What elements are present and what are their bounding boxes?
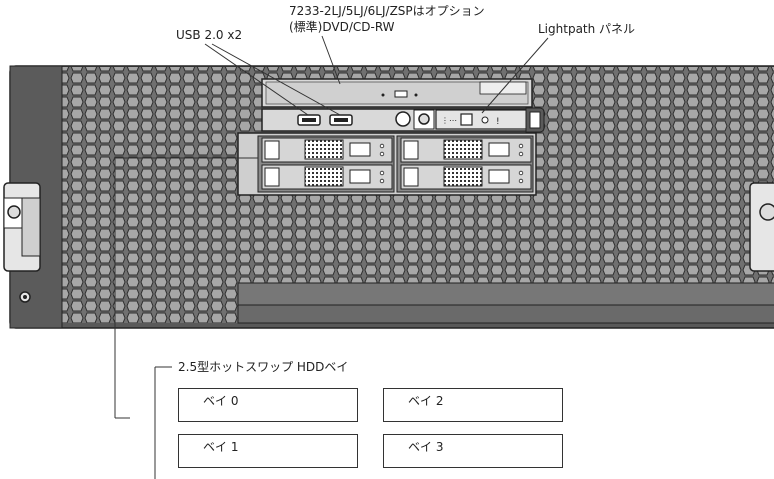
optical-note-label: 7233-2LJ/5LJ/6LJ/ZSPはオプション (289, 4, 485, 18)
leader-lines (114, 35, 549, 479)
legend-bay-3: ベイ 3 (383, 434, 563, 468)
hdd-bay-1[interactable] (261, 164, 393, 190)
lightpath-panel[interactable]: ⋮⋯⋮ ! (435, 107, 545, 133)
hdd-legend-title: 2.5型ホットスワップ HDDベイ (178, 360, 349, 374)
hdd-bay-0[interactable] (261, 137, 393, 163)
right-rack-handle[interactable] (749, 182, 774, 272)
legend-bay-2: ベイ 2 (383, 388, 563, 422)
hdd-bay-2[interactable] (400, 137, 532, 163)
usb-label: USB 2.0 x2 (176, 28, 243, 42)
optical-drive-label: (標準)DVD/CD-RW (289, 20, 395, 34)
optical-drive[interactable] (261, 78, 533, 108)
svg-text:!: ! (496, 117, 500, 127)
legend-bay-1: ベイ 1 (178, 434, 358, 468)
legend-bay-0: ベイ 0 (178, 388, 358, 422)
svg-text:⋮⋯⋮: ⋮⋯⋮ (441, 116, 465, 125)
left-rack-handle[interactable] (3, 182, 41, 272)
power-button-icon[interactable] (395, 111, 411, 127)
hdd-bay-3[interactable] (400, 164, 532, 190)
lightpath-label: Lightpath パネル (538, 22, 636, 36)
